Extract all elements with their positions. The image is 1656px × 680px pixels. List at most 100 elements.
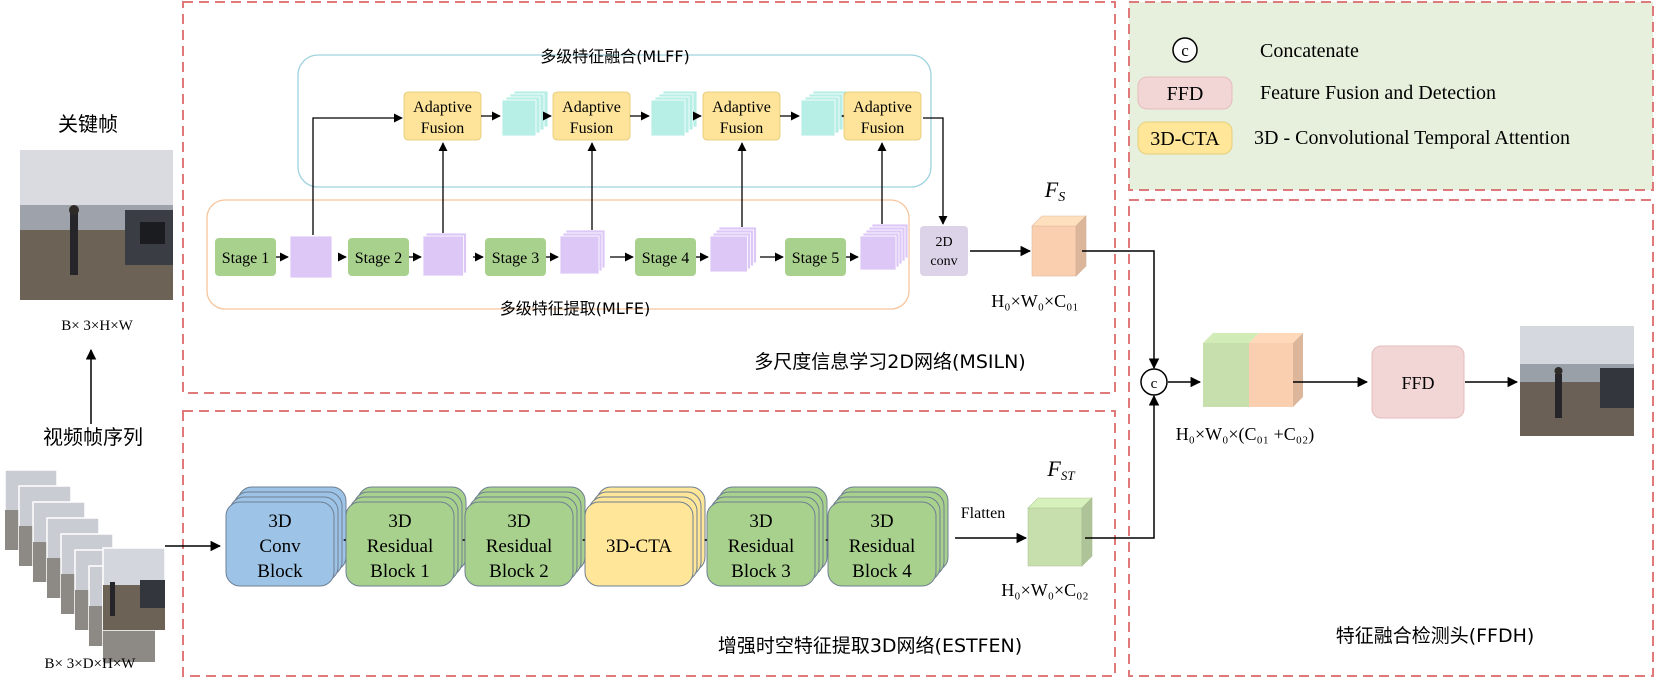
stage-block: Stage 1 [215,238,276,276]
estfen-block-line: 3D [388,511,411,532]
flatten-label: Flatten [961,505,1005,522]
legend-cta-label: 3D - Convolutional Temporal Attention [1254,127,1570,149]
adaptive-fusion-line1: Adaptive [712,99,771,116]
stage-label: Stage 1 [222,250,270,267]
ffdh-concat-symbol: c [1151,376,1158,392]
fusion-feature-stack [650,90,698,137]
ffd-label: FFD [1401,373,1434,393]
adaptive-fusion-line2: Fusion [421,120,465,137]
estfen-block-line: 3D [870,511,893,532]
sequence-dims: B× 3×D×H×W [45,656,137,672]
adaptive-fusion-line1: Adaptive [562,99,621,116]
legend-concat-circle [1172,37,1198,63]
stage-label: Stage 4 [642,250,690,267]
adaptive-fusion-row: AdaptiveFusionAdaptiveFusionAdaptiveFusi… [403,90,922,141]
ffdh-concat-circle [1140,368,1168,396]
stage-label: Stage 3 [492,250,540,267]
estfen-block: 3D-CTA [584,486,706,587]
mlff-group [297,54,932,188]
fst-cube [1027,497,1093,567]
stage-block: Stage 3 [485,238,546,276]
conv2d-line2: conv [930,254,957,269]
concat-cube-green-top [1203,333,1259,343]
adaptive-fusion-line2: Fusion [720,120,764,137]
keyframe-title: 关键帧 [58,112,118,136]
ffdh-panel [1128,199,1654,677]
fst-label: FST [1046,456,1075,483]
estfen-block-line: Residual [728,536,795,557]
sequence-front-frame [102,547,166,631]
output-detection-photo [1520,326,1634,436]
fst-label-sub: ST [1061,468,1076,483]
conv2d-box [920,226,968,276]
concat-dims: H₀×W₀×(C₀₁ +C₀₂) [1176,424,1315,445]
mlff-title: 多级特征融合(MLFF) [540,47,690,66]
concat-cube-orange-face [1249,343,1293,407]
msiln-title: 多尺度信息学习2D网络(MSILN) [754,351,1025,373]
estfen-panel [182,410,1116,677]
adaptive-fusion-line2: Fusion [861,120,905,137]
stage-feature-stack [859,223,909,271]
stage-feature-stack [289,235,333,279]
fs-feature-cube [1031,215,1087,277]
fs-label: FS [1044,177,1065,205]
legend-concat-symbol: c [1181,41,1189,60]
fusion-feature-stack [501,90,549,137]
estfen-block-line: 3D [268,511,291,532]
estfen-block-line: Residual [486,536,553,557]
fst-to-concat-arrow [1085,394,1160,539]
concat-cube-orange-top [1249,333,1303,343]
estfen-block-line: Block 3 [731,561,791,582]
estfen-block-line: Block [257,561,303,582]
estfen-block-line: 3D [507,511,530,532]
keyframe-dims: B× 3×H×W [61,318,133,334]
adaptive-fusion-line1: Adaptive [853,99,912,116]
keyframe-photo [20,150,173,300]
concat-cube-orange-side [1293,333,1303,407]
legend-ffd-label: Feature Fusion and Detection [1260,82,1496,104]
fst-feature-cube [1027,497,1093,567]
estfen-block-line: 3D-CTA [606,536,672,557]
stage-block: Stage 5 [785,238,846,276]
legend-cta-tag: 3D-CTA [1150,128,1220,150]
estfen-block-line: Residual [367,536,434,557]
stage-row: Stage 1 Stage 2 Stage 3 Stage 4 Stage 5 [215,142,909,279]
conv2d-line1: 2D [935,235,952,250]
msiln-panel [182,1,1116,394]
fs-dims: H₀×W₀×C₀₁ [991,291,1078,311]
mlfe-title: 多级特征提取(MLFE) [500,299,651,318]
mlfe-group [206,199,910,310]
fst-dims: H₀×W₀×C₀₂ [1001,580,1088,600]
fusion-feature-stack [800,90,848,137]
estfen-block-line: Block 4 [852,561,912,582]
fst-label-main: F [1046,456,1061,481]
concat-feature-cube [1203,333,1303,407]
stage-label: Stage 2 [355,250,403,267]
estfen-block-line: Conv [259,536,301,557]
stage-feature-stack [709,226,757,273]
legend-cta-tag-box [1137,121,1233,155]
fs-to-concat-arrow [1082,250,1160,370]
sequence-title: 视频帧序列 [43,425,143,449]
adaptive-fusion-line2: Fusion [570,120,614,137]
adaptive-fusion-line1: Adaptive [413,99,472,116]
legend-ffd-tag: FFD [1167,83,1204,105]
fusion-to-conv2d-arrow [923,117,948,225]
ffd-box [1371,345,1465,419]
estfen-block-line: Block 1 [370,561,430,582]
estfen-title: 增强时空特征提取3D网络(ESTFEN) [718,635,1022,657]
stage-feature-stack [422,232,467,277]
concat-cube-green-face [1203,343,1249,407]
fs-label-sub: S [1058,190,1065,205]
ffdh-title: 特征融合检测头(FFDH) [1336,625,1535,647]
